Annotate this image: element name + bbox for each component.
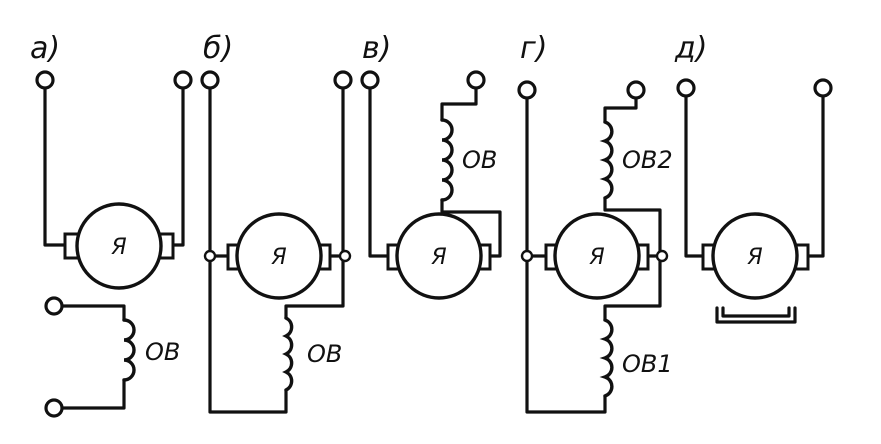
- armature-v: [395, 212, 483, 300]
- terminal-b-2: [333, 70, 353, 90]
- coil-g-bottom-label: ОВ1: [622, 350, 673, 378]
- wire-b-right: [284, 86, 345, 320]
- coil-a: [122, 318, 136, 382]
- panel-b: б) Я ОВ: [200, 31, 353, 414]
- panel-a-label: а): [30, 31, 60, 66]
- junction-g-right: [655, 249, 669, 263]
- panel-a: а) Я ОВ: [30, 31, 193, 418]
- wire-a-right: [171, 86, 185, 247]
- terminal-g-2: [626, 80, 646, 100]
- terminal-v-1: [360, 70, 380, 90]
- armature-b-label: Я: [270, 245, 286, 270]
- wire-d-right: [806, 94, 825, 258]
- terminal-d-1: [676, 78, 696, 98]
- armature-g: [553, 212, 641, 300]
- junction-g-left: [520, 249, 534, 263]
- panel-d: д) Я: [674, 31, 833, 324]
- wire-d-left: [684, 94, 705, 258]
- terminal-b-1: [200, 70, 220, 90]
- coil-g-top-label: ОВ2: [622, 146, 673, 174]
- permanent-magnet-inner: [721, 306, 791, 318]
- wire-a-coil-bottom: [60, 378, 126, 410]
- armature-d-label: Я: [746, 245, 762, 270]
- armature-a-label: Я: [110, 235, 126, 260]
- armature-d: [711, 212, 799, 300]
- terminal-a-2: [173, 70, 193, 90]
- junction-b-left: [203, 249, 217, 263]
- coil-b: [282, 316, 294, 392]
- armature-b: [235, 212, 323, 300]
- armature-a: [75, 202, 163, 290]
- terminal-a-coil-1: [44, 296, 64, 316]
- coil-g-bottom: [599, 318, 614, 398]
- wire-v-coil-to-brush: [440, 198, 502, 258]
- wire-v-top: [440, 86, 478, 122]
- terminal-a-1: [35, 70, 55, 90]
- junction-b-right: [338, 249, 352, 263]
- terminal-g-1: [517, 80, 537, 100]
- coil-v-label: ОВ: [462, 146, 497, 174]
- panel-b-label: б): [203, 31, 233, 66]
- wire-g-top: [603, 96, 638, 124]
- coil-v: [440, 118, 454, 202]
- terminal-v-2: [466, 70, 486, 90]
- coil-g-top: [599, 120, 614, 200]
- wire-a-coil-top: [60, 304, 126, 322]
- panel-g: г) Я ОВ2 ОВ1: [517, 31, 673, 414]
- armature-g-label: Я: [588, 245, 604, 270]
- terminal-d-2: [813, 78, 833, 98]
- panel-d-label: д): [674, 31, 707, 66]
- panel-v-label: в): [362, 31, 391, 66]
- panel-v: в) Я ОВ: [360, 31, 502, 300]
- coil-b-label: ОВ: [307, 340, 342, 368]
- wire-a-left: [43, 86, 67, 247]
- panel-g-label: г): [520, 31, 547, 66]
- wire-v-left: [368, 86, 390, 258]
- terminal-a-coil-2: [44, 398, 64, 418]
- coil-a-label: ОВ: [145, 338, 180, 366]
- permanent-magnet-outer: [715, 306, 797, 324]
- armature-v-label: Я: [430, 245, 446, 270]
